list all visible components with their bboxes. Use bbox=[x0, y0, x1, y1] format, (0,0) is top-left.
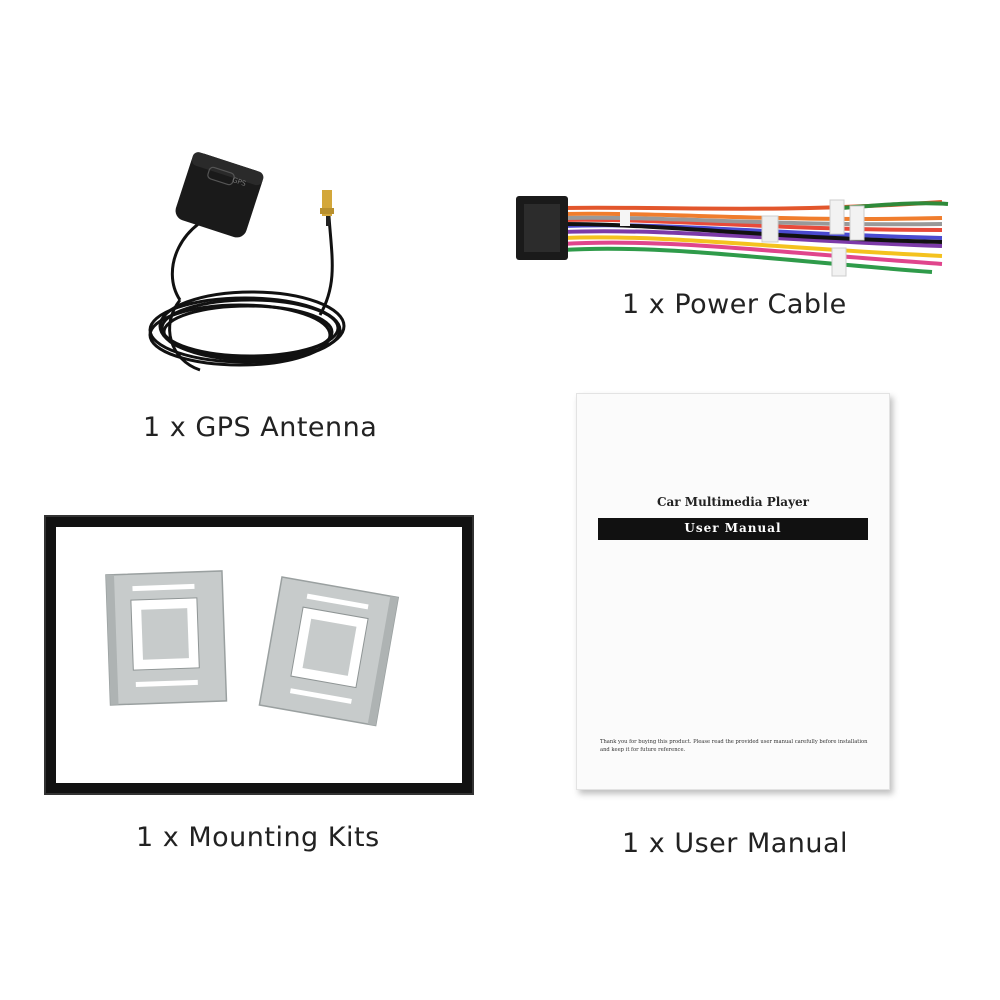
gps-antenna-image bbox=[148, 152, 346, 372]
manual-note: Thank you for buying this product. Pleas… bbox=[600, 739, 868, 753]
caption-mounting-kits: 1 x Mounting Kits bbox=[136, 822, 380, 853]
caption-gps-antenna: 1 x GPS Antenna bbox=[143, 412, 378, 443]
manual-title: User Manual bbox=[684, 521, 782, 535]
caption-power-cable: 1 x Power Cable bbox=[622, 289, 847, 320]
power-cable-image bbox=[516, 196, 949, 277]
manual-title-bar: User Manual bbox=[598, 518, 868, 540]
user-manual-image: Car Multimedia Player User Manual Thank … bbox=[576, 393, 890, 790]
caption-user-manual: 1 x User Manual bbox=[622, 828, 849, 859]
mounting-kit-image bbox=[44, 515, 474, 795]
manual-subtitle: Car Multimedia Player bbox=[656, 495, 809, 509]
